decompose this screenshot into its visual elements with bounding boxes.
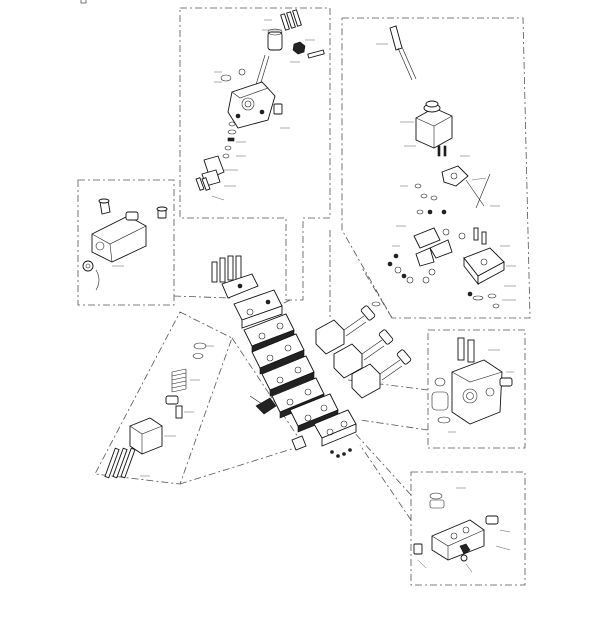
- linkage: [413, 227, 487, 267]
- fasteners-column: [414, 183, 447, 215]
- head-housing: [227, 81, 276, 129]
- actuator-box-2: [333, 329, 394, 379]
- frame-top-right: [341, 17, 531, 319]
- callout-frames: [77, 7, 531, 586]
- cylinder: [267, 31, 283, 51]
- frame-top-center: [179, 7, 331, 301]
- valve-slice-4: [261, 355, 315, 397]
- valve-slice-3: [251, 333, 305, 375]
- valve-slice-1: [233, 289, 283, 329]
- frame-bottom-right: [410, 471, 526, 586]
- housing-body: [451, 359, 503, 425]
- seal-kit: [104, 342, 214, 479]
- long-bolts: [104, 447, 136, 479]
- valve-head-assembly: [195, 9, 325, 201]
- actuator-body: [91, 211, 147, 263]
- spring: [171, 368, 187, 393]
- valve-slice-7: [313, 409, 357, 447]
- actuator-box-1: [315, 301, 381, 355]
- base-block: [463, 247, 505, 309]
- gasket: [431, 391, 449, 411]
- head-leaders: [211, 19, 315, 201]
- nut: [292, 41, 306, 55]
- lever-handle: [376, 25, 417, 81]
- connector-lines: [173, 230, 429, 521]
- lower-block: [195, 155, 225, 191]
- spring-stack: [222, 103, 283, 159]
- spool-tip: [249, 395, 277, 415]
- actuator-assembly: [82, 198, 168, 291]
- frame-left: [77, 179, 175, 306]
- actuator-box-3: [351, 349, 412, 399]
- cap: [129, 417, 163, 455]
- solenoid: [400, 100, 453, 149]
- handle-solenoid-assembly: [376, 25, 516, 309]
- bottom-small-parts: [291, 435, 352, 458]
- valve-slice-6: [289, 393, 339, 433]
- end-plate-body: [431, 519, 485, 561]
- valve-stack: [211, 255, 412, 458]
- top-bolts: [280, 9, 302, 31]
- valve-slice-2: [243, 313, 295, 353]
- end-plate-assembly: [413, 487, 511, 573]
- frame-right-middle: [427, 329, 526, 449]
- washer-chain: [387, 253, 436, 284]
- pivot-block: [441, 165, 491, 209]
- corner-mark: [80, 0, 87, 4]
- housing-block: [431, 337, 514, 433]
- upper-manifold: [211, 255, 259, 299]
- right-leaders: [392, 155, 516, 301]
